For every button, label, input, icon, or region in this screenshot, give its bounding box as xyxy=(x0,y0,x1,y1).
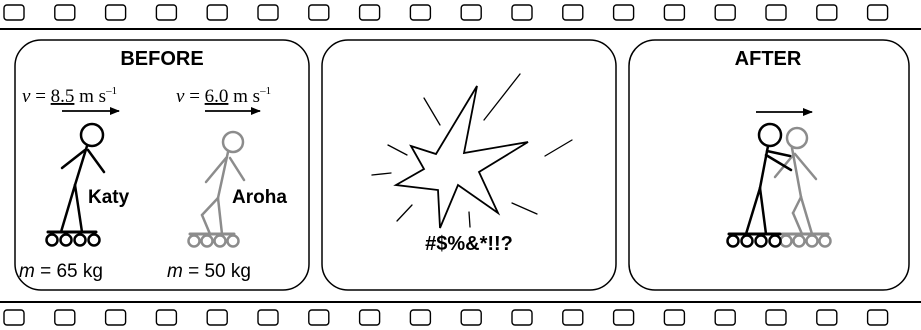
film-sprocket-hole xyxy=(766,5,786,20)
film-sprocket-hole xyxy=(512,310,532,325)
film-sprocket-hole xyxy=(106,310,126,325)
film-sprocket-hole xyxy=(512,5,532,20)
aroha-wheel xyxy=(215,236,226,247)
film-sprocket-hole xyxy=(106,5,126,20)
aroha-velocity-exponent: –1 xyxy=(259,85,271,97)
equals-sign: = xyxy=(35,261,57,282)
katy-wheel xyxy=(75,235,86,246)
film-sprocket-hole xyxy=(410,310,430,325)
film-sprocket-hole xyxy=(309,310,329,325)
equals-sign: = xyxy=(184,86,204,107)
film-sprocket-hole xyxy=(715,310,735,325)
katy-wheel xyxy=(61,235,72,246)
katy-velocity-label: v = 8.5 m s–1 xyxy=(22,85,117,107)
film-sprocket-row-bottom xyxy=(4,310,888,325)
katy-mass-unit: kg xyxy=(83,261,103,282)
panel-before: BEFORE v = 8.5 m s–1 v = 6.0 m s–1 Katy xyxy=(15,40,309,290)
equals-sign: = xyxy=(183,261,205,282)
film-sprocket-hole xyxy=(258,310,278,325)
film-sprocket-hole xyxy=(55,310,75,325)
katy-velocity-value: 8.5 xyxy=(51,86,75,107)
aroha-wheel xyxy=(189,236,200,247)
after-heading: AFTER xyxy=(735,48,802,70)
film-sprocket-hole xyxy=(614,5,634,20)
katy-velocity-exponent: –1 xyxy=(105,85,117,97)
katy-name-label: Katy xyxy=(88,187,130,208)
film-sprocket-hole xyxy=(4,5,24,20)
aroha-wheel xyxy=(820,236,831,247)
katy-wheel xyxy=(47,235,58,246)
panel-before-frame xyxy=(15,40,309,290)
aroha-wheel xyxy=(202,236,213,247)
film-sprocket-hole xyxy=(868,5,888,20)
aroha-wheel xyxy=(794,236,805,247)
equals-sign: = xyxy=(30,86,50,107)
aroha-head xyxy=(223,132,243,152)
katy-velocity-unit: m s xyxy=(79,86,106,107)
film-sprocket-hole xyxy=(715,5,735,20)
film-sprocket-hole xyxy=(258,5,278,20)
katy-head xyxy=(81,124,103,146)
film-sprocket-hole xyxy=(766,310,786,325)
collision-exclamation: #$%&*!!? xyxy=(425,233,513,255)
aroha-velocity-label: v = 6.0 m s–1 xyxy=(176,85,271,107)
panel-after: AFTER xyxy=(629,40,909,290)
katy-wheel xyxy=(728,236,739,247)
film-sprocket-hole xyxy=(664,5,684,20)
film-sprocket-hole xyxy=(563,5,583,20)
film-sprocket-hole xyxy=(156,310,176,325)
film-sprocket-hole xyxy=(309,5,329,20)
katy-head xyxy=(759,124,781,146)
panel-collision: #$%&*!!? xyxy=(322,40,616,290)
film-sprocket-hole xyxy=(156,5,176,20)
film-sprocket-hole xyxy=(614,310,634,325)
katy-wheel xyxy=(89,235,100,246)
katy-wheel xyxy=(770,236,781,247)
aroha-mass-value: 50 xyxy=(204,261,225,282)
aroha-wheel xyxy=(807,236,818,247)
aroha-velocity-unit: m s xyxy=(233,86,260,107)
film-sprocket-hole xyxy=(461,310,481,325)
aroha-wheel xyxy=(228,236,239,247)
before-heading: BEFORE xyxy=(120,48,203,70)
film-sprocket-hole xyxy=(360,5,380,20)
katy-mass-value: 65 xyxy=(56,261,77,282)
film-sprocket-hole xyxy=(563,310,583,325)
katy-mass-label: m = 65 kg xyxy=(19,261,103,282)
katy-wheel xyxy=(756,236,767,247)
aroha-mass-unit: kg xyxy=(231,261,251,282)
film-sprocket-hole xyxy=(207,5,227,20)
aroha-head xyxy=(787,128,807,148)
katy-mass-symbol: m xyxy=(19,261,35,282)
film-sprocket-hole xyxy=(817,5,837,20)
aroha-wheel xyxy=(781,236,792,247)
film-sprocket-hole xyxy=(461,5,481,20)
film-sprocket-row-top xyxy=(4,5,888,20)
film-sprocket-hole xyxy=(868,310,888,325)
film-sprocket-hole xyxy=(55,5,75,20)
panel-after-frame xyxy=(629,40,909,290)
film-sprocket-hole xyxy=(360,310,380,325)
aroha-mass-label: m = 50 kg xyxy=(167,261,251,282)
film-sprocket-hole xyxy=(817,310,837,325)
film-sprocket-hole xyxy=(4,310,24,325)
aroha-name-label: Aroha xyxy=(232,187,287,208)
aroha-mass-symbol: m xyxy=(167,261,183,282)
film-sprocket-hole xyxy=(664,310,684,325)
film-sprocket-hole xyxy=(207,310,227,325)
aroha-velocity-value: 6.0 xyxy=(205,86,229,107)
film-sprocket-hole xyxy=(410,5,430,20)
katy-wheel xyxy=(742,236,753,247)
